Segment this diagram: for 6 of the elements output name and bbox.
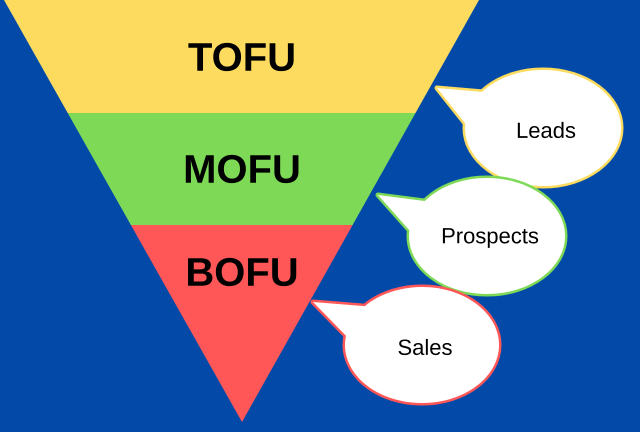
- speech-bubble: Sales: [310, 284, 502, 406]
- speech-bubble: Prospects: [376, 176, 568, 296]
- funnel-band: BOFU: [130, 225, 353, 422]
- funnel-band: TOFU: [4, 0, 479, 113]
- speech-bubble: Leads: [434, 68, 624, 188]
- funnel-band: MOFU: [68, 113, 416, 225]
